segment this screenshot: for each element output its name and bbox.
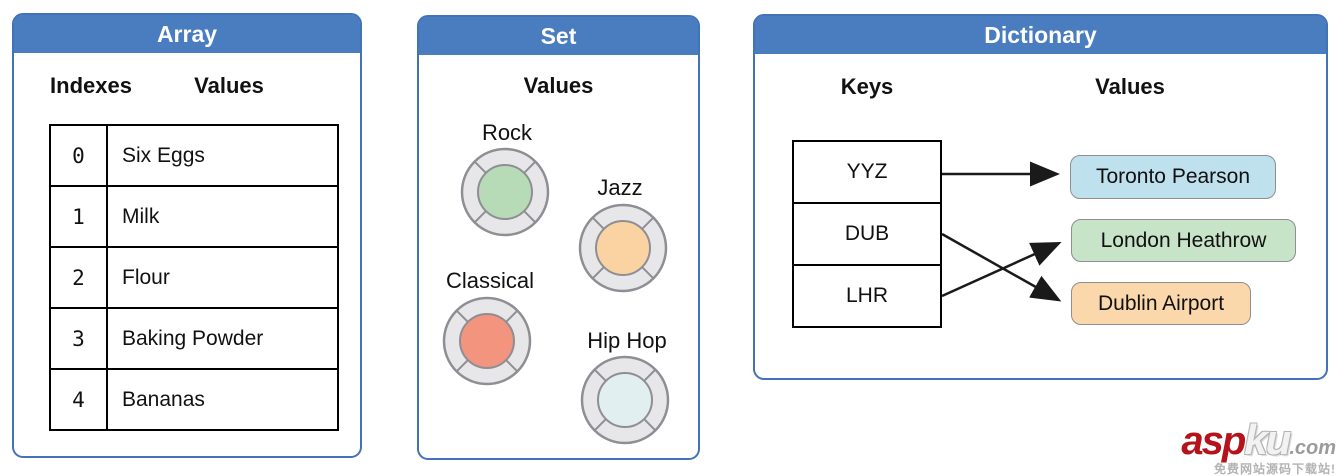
- array-table: 0 Six Eggs 1 Milk 2 Flour 3 Baking Powde…: [49, 124, 339, 431]
- set-item-label-hiphop: Hip Hop: [587, 328, 667, 353]
- value-pill-toronto: Toronto Pearson: [1070, 155, 1276, 199]
- disc-icon-jazz: [578, 203, 668, 293]
- array-index-cell: 3: [51, 309, 108, 368]
- dictionary-key-cell: DUB: [794, 204, 940, 266]
- set-panel: Set Values Rock Jazz Classical: [417, 15, 700, 460]
- disc-icon-rock: [460, 147, 550, 237]
- value-pill-london: London Heathrow: [1071, 219, 1296, 262]
- dictionary-key-cell: YYZ: [794, 142, 940, 204]
- array-values-header: Values: [194, 73, 264, 98]
- array-row: 0 Six Eggs: [51, 126, 337, 187]
- set-item-label-jazz: Jazz: [597, 175, 643, 200]
- watermark-logo: aspku.com 免费网站源码下载站!: [1181, 416, 1336, 476]
- set-values-header: Values: [523, 73, 594, 98]
- set-panel-title: Set: [419, 17, 698, 55]
- dictionary-keys-header: Keys: [840, 74, 894, 99]
- array-index-cell: 1: [51, 187, 108, 246]
- array-value-cell: Baking Powder: [122, 326, 264, 350]
- array-indexes-header: Indexes: [50, 73, 132, 98]
- array-row: 3 Baking Powder: [51, 309, 337, 370]
- watermark-brand: aspku.com: [1181, 416, 1336, 463]
- set-item-label-classical: Classical: [445, 268, 535, 293]
- watermark-brand-ku: ku: [1244, 416, 1291, 463]
- array-panel: Array Indexes Values 0 Six Eggs 1 Milk 2…: [12, 13, 362, 458]
- array-value-cell: Milk: [122, 204, 160, 228]
- disc-icon-hiphop: [580, 355, 670, 445]
- array-row: 2 Flour: [51, 248, 337, 309]
- array-row: 4 Bananas: [51, 370, 337, 429]
- dictionary-panel-title: Dictionary: [755, 16, 1326, 54]
- array-panel-title: Array: [14, 15, 360, 53]
- array-value-cell: Flour: [122, 265, 170, 289]
- watermark-brand-com: .com: [1289, 437, 1336, 459]
- dictionary-panel: Dictionary Keys Values YYZ DUB LHR Toron…: [753, 14, 1328, 380]
- set-item-label-rock: Rock: [481, 120, 533, 145]
- array-value-cell: Six Eggs: [122, 143, 205, 167]
- array-index-cell: 0: [51, 126, 108, 185]
- value-pill-dublin: Dublin Airport: [1071, 282, 1251, 325]
- watermark-tagline: 免费网站源码下载站!: [1214, 462, 1336, 476]
- arrow-lhr-london: [941, 241, 1062, 298]
- arrow-dub-dublin: [941, 232, 1062, 302]
- array-row: 1 Milk: [51, 187, 337, 248]
- array-index-cell: 4: [51, 370, 108, 429]
- dictionary-values-header: Values: [1095, 74, 1165, 99]
- dictionary-key-cell: LHR: [845, 284, 888, 307]
- disc-icon-classical: [442, 296, 532, 386]
- array-index-cell: 2: [51, 248, 108, 307]
- array-value-cell: Bananas: [122, 387, 205, 411]
- watermark-brand-asp: asp: [1181, 419, 1246, 463]
- dictionary-keys-table: YYZ DUB LHR: [792, 140, 942, 328]
